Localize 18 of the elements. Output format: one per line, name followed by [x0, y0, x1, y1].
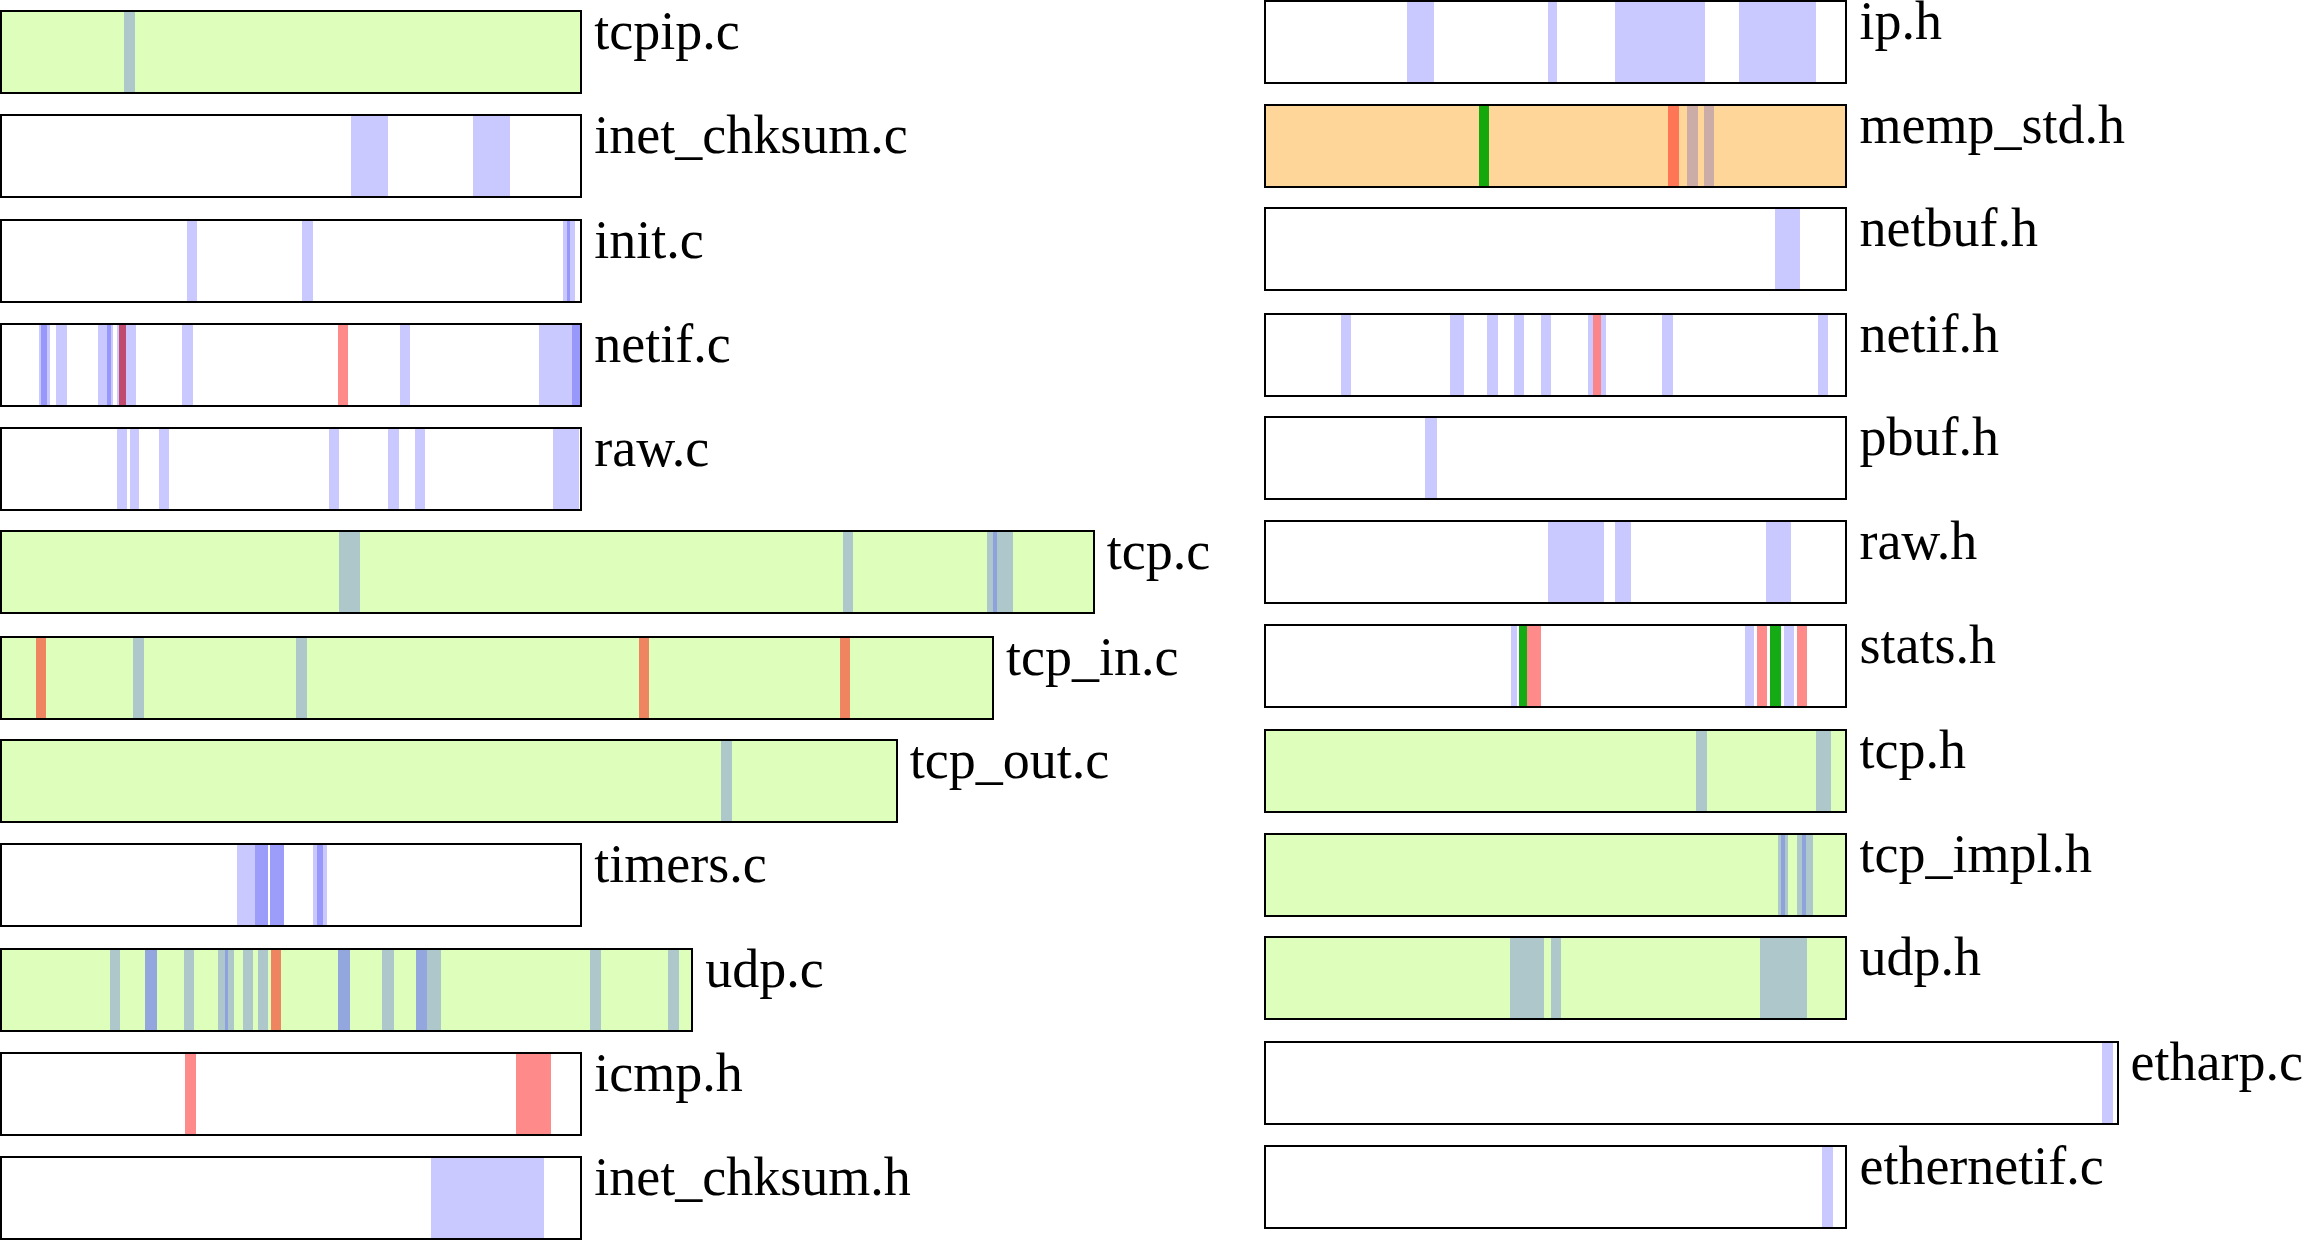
file-name: stats.h — [1859, 617, 1996, 672]
file-name: raw.h — [1859, 514, 1978, 568]
file-name: udp.c — [705, 942, 824, 997]
file-name: pbuf.h — [1859, 410, 1999, 465]
file-name: tcp_out.c — [909, 733, 1110, 788]
file-name: netbuf.h — [1859, 201, 2038, 256]
file-name: netif.c — [594, 316, 731, 371]
file-name: tcpip.c — [594, 4, 740, 59]
file-name: netif.h — [1859, 306, 1999, 361]
file-name: init.c — [594, 213, 704, 268]
file-name: udp.h — [1859, 930, 1981, 985]
file-name: raw.c — [594, 420, 710, 475]
file-name: ethernetif.c — [1859, 1139, 2104, 1194]
file-name: etharp.c — [2130, 1035, 2303, 1090]
file-name: tcp.c — [1106, 524, 1211, 579]
file-name: timers.c — [594, 836, 767, 891]
file-name: inet_chksum.h — [594, 1149, 911, 1204]
file-name: inet_chksum.c — [594, 108, 908, 163]
